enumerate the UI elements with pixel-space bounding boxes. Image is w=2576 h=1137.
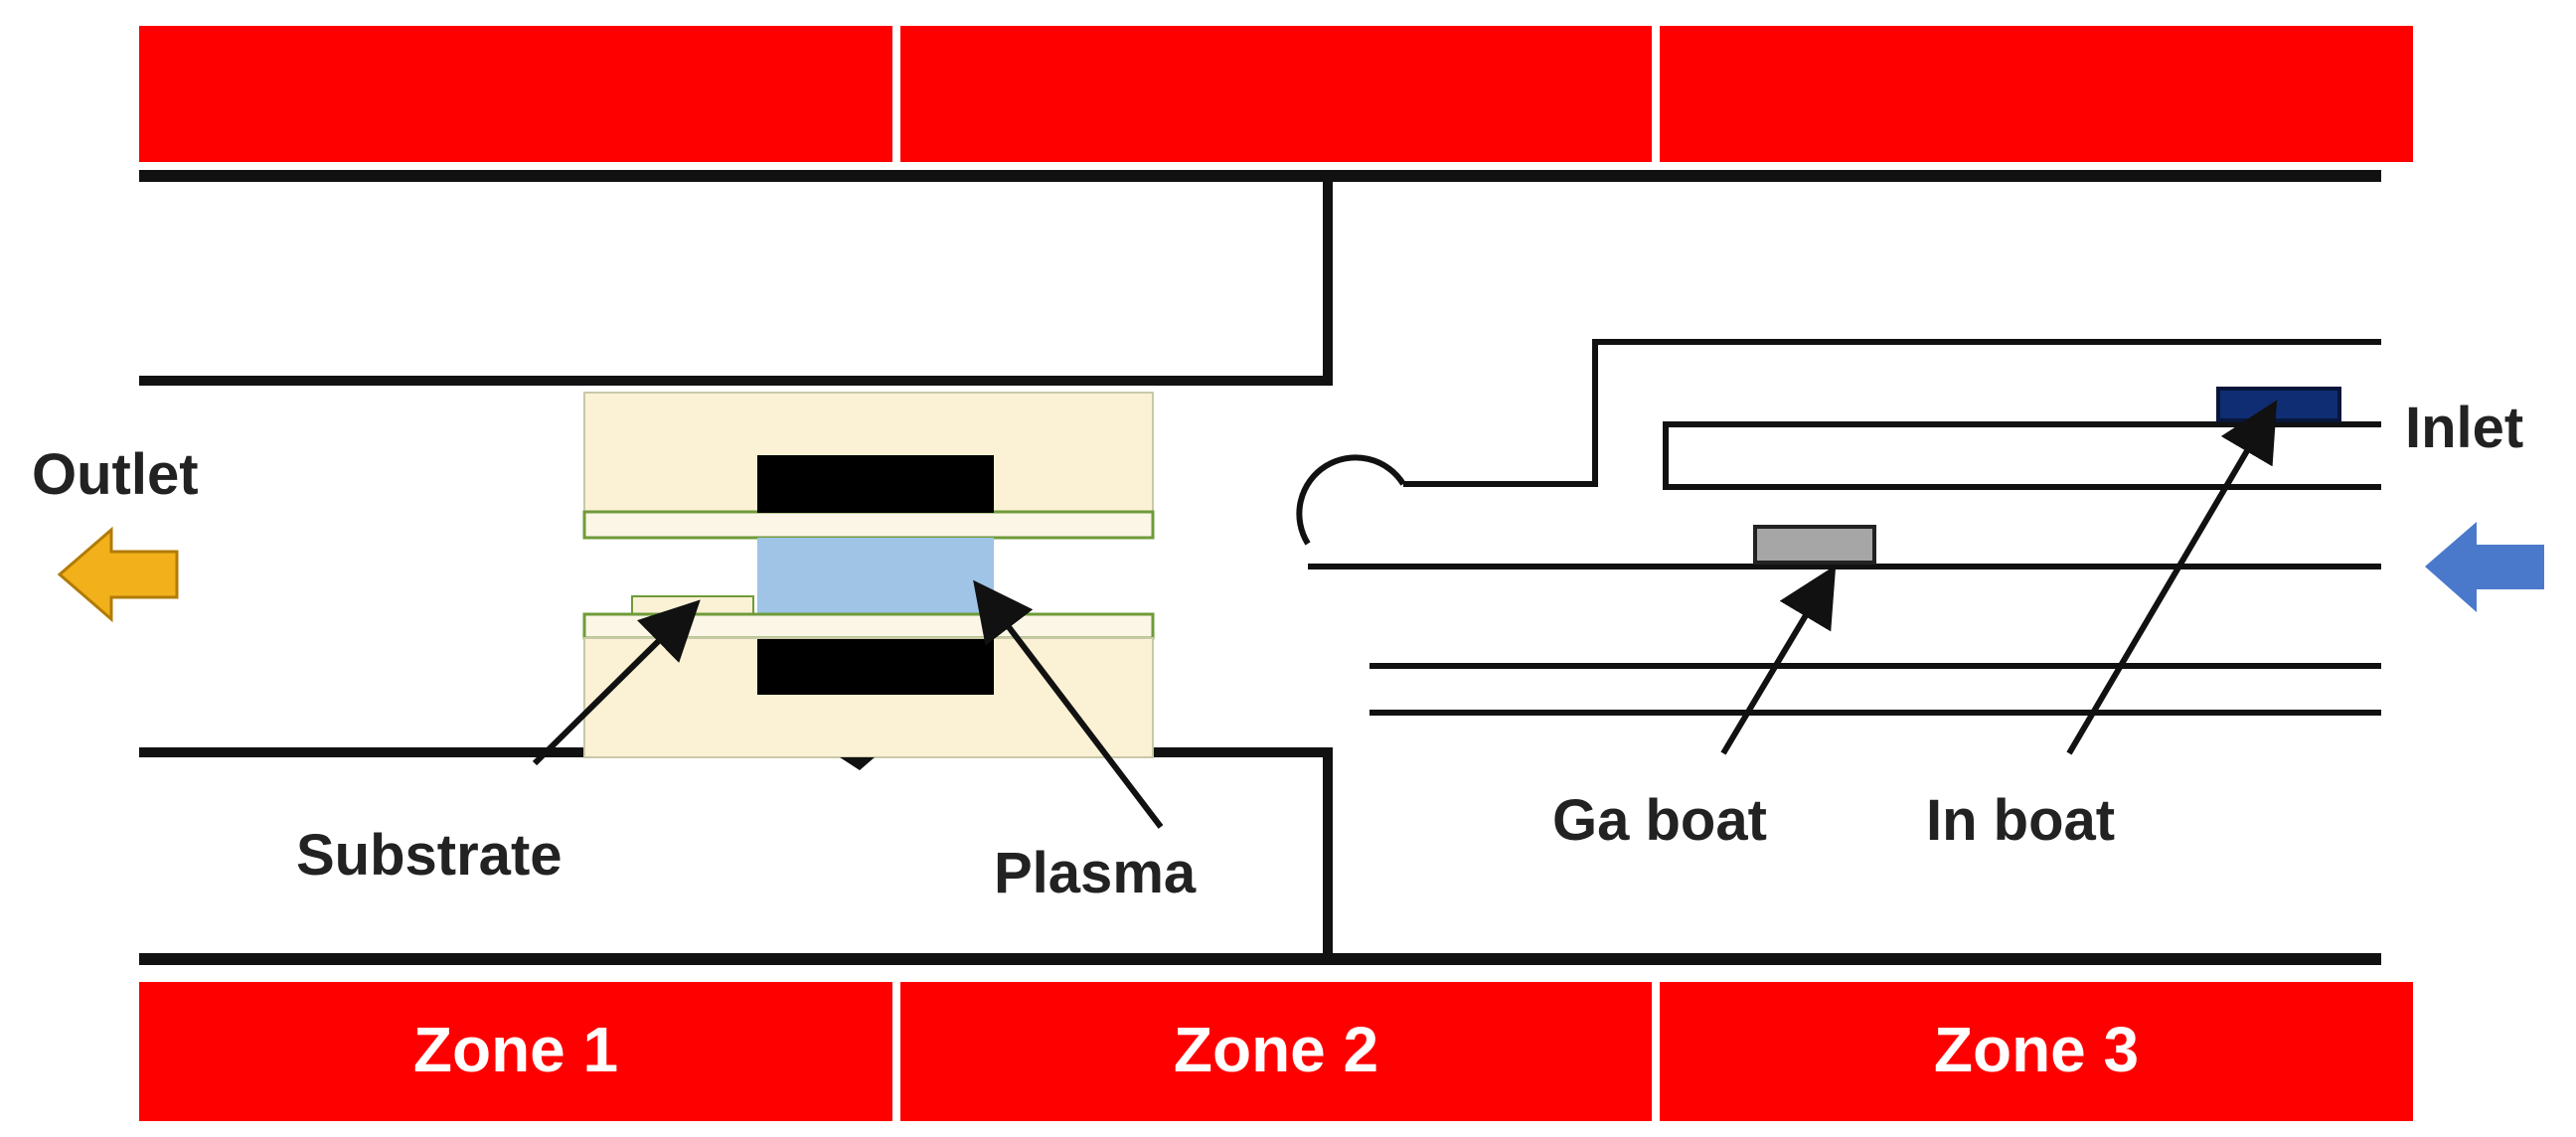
substrate-label: Substrate — [296, 823, 563, 888]
substrate-pointer — [532, 599, 701, 766]
outlet-arrow-icon — [57, 526, 179, 623]
bottom-heater-zone-1 — [139, 982, 892, 1121]
plasma-region — [757, 538, 994, 613]
in-boat — [2216, 387, 2341, 422]
in-boat-label: In boat — [1926, 788, 2115, 853]
carrier-line-outer — [1403, 339, 2381, 487]
top-heaters — [139, 26, 2413, 162]
top-heater-zone-1 — [139, 26, 892, 162]
lower-electrode — [757, 639, 994, 695]
labels: Outlet Inlet Substrate Plasma Ga boat In… — [32, 396, 2523, 905]
inlet-label: Inlet — [2405, 396, 2523, 460]
line-end-loop — [1296, 454, 1406, 546]
in-boat-pointer — [2066, 400, 2278, 755]
inner-liner — [139, 176, 1333, 959]
gas-lines — [1296, 339, 2381, 716]
zone-1-label: Zone 1 — [413, 1014, 618, 1085]
liner-upper — [139, 176, 1333, 386]
plasma-source — [582, 392, 1155, 770]
outlet-label: Outlet — [32, 442, 199, 507]
flow-arrows — [57, 522, 2544, 623]
substrate — [631, 595, 754, 615]
pointer-arrows — [532, 400, 2278, 829]
zone-3-label: Zone 3 — [1934, 1014, 2139, 1085]
source-boats — [1753, 387, 2341, 565]
ga-boat-pointer — [1720, 565, 1837, 755]
upper-electrode — [757, 455, 994, 513]
ga-boat — [1753, 525, 1876, 565]
plasma-pointer — [973, 579, 1164, 829]
bottom-heater-zone-3 — [1660, 982, 2413, 1121]
inlet-arrow-icon — [2425, 522, 2544, 612]
top-heater-zone-3 — [1660, 26, 2413, 162]
liner-lower — [139, 747, 1333, 959]
bottom-heaters: Zone 1 Zone 2 Zone 3 — [139, 982, 2413, 1121]
ga-boat-label: Ga boat — [1552, 788, 1767, 853]
zone-2-label: Zone 2 — [1174, 1014, 1378, 1085]
lower-liner-notch — [840, 757, 875, 770]
tube-walls — [139, 170, 2381, 965]
in-boat-tube — [1663, 421, 2381, 490]
top-heater-zone-2 — [900, 26, 1652, 162]
upper-dielectric-plate — [582, 510, 1155, 540]
bottom-heater-zone-2 — [900, 982, 1652, 1121]
plasma-label: Plasma — [994, 841, 1197, 905]
